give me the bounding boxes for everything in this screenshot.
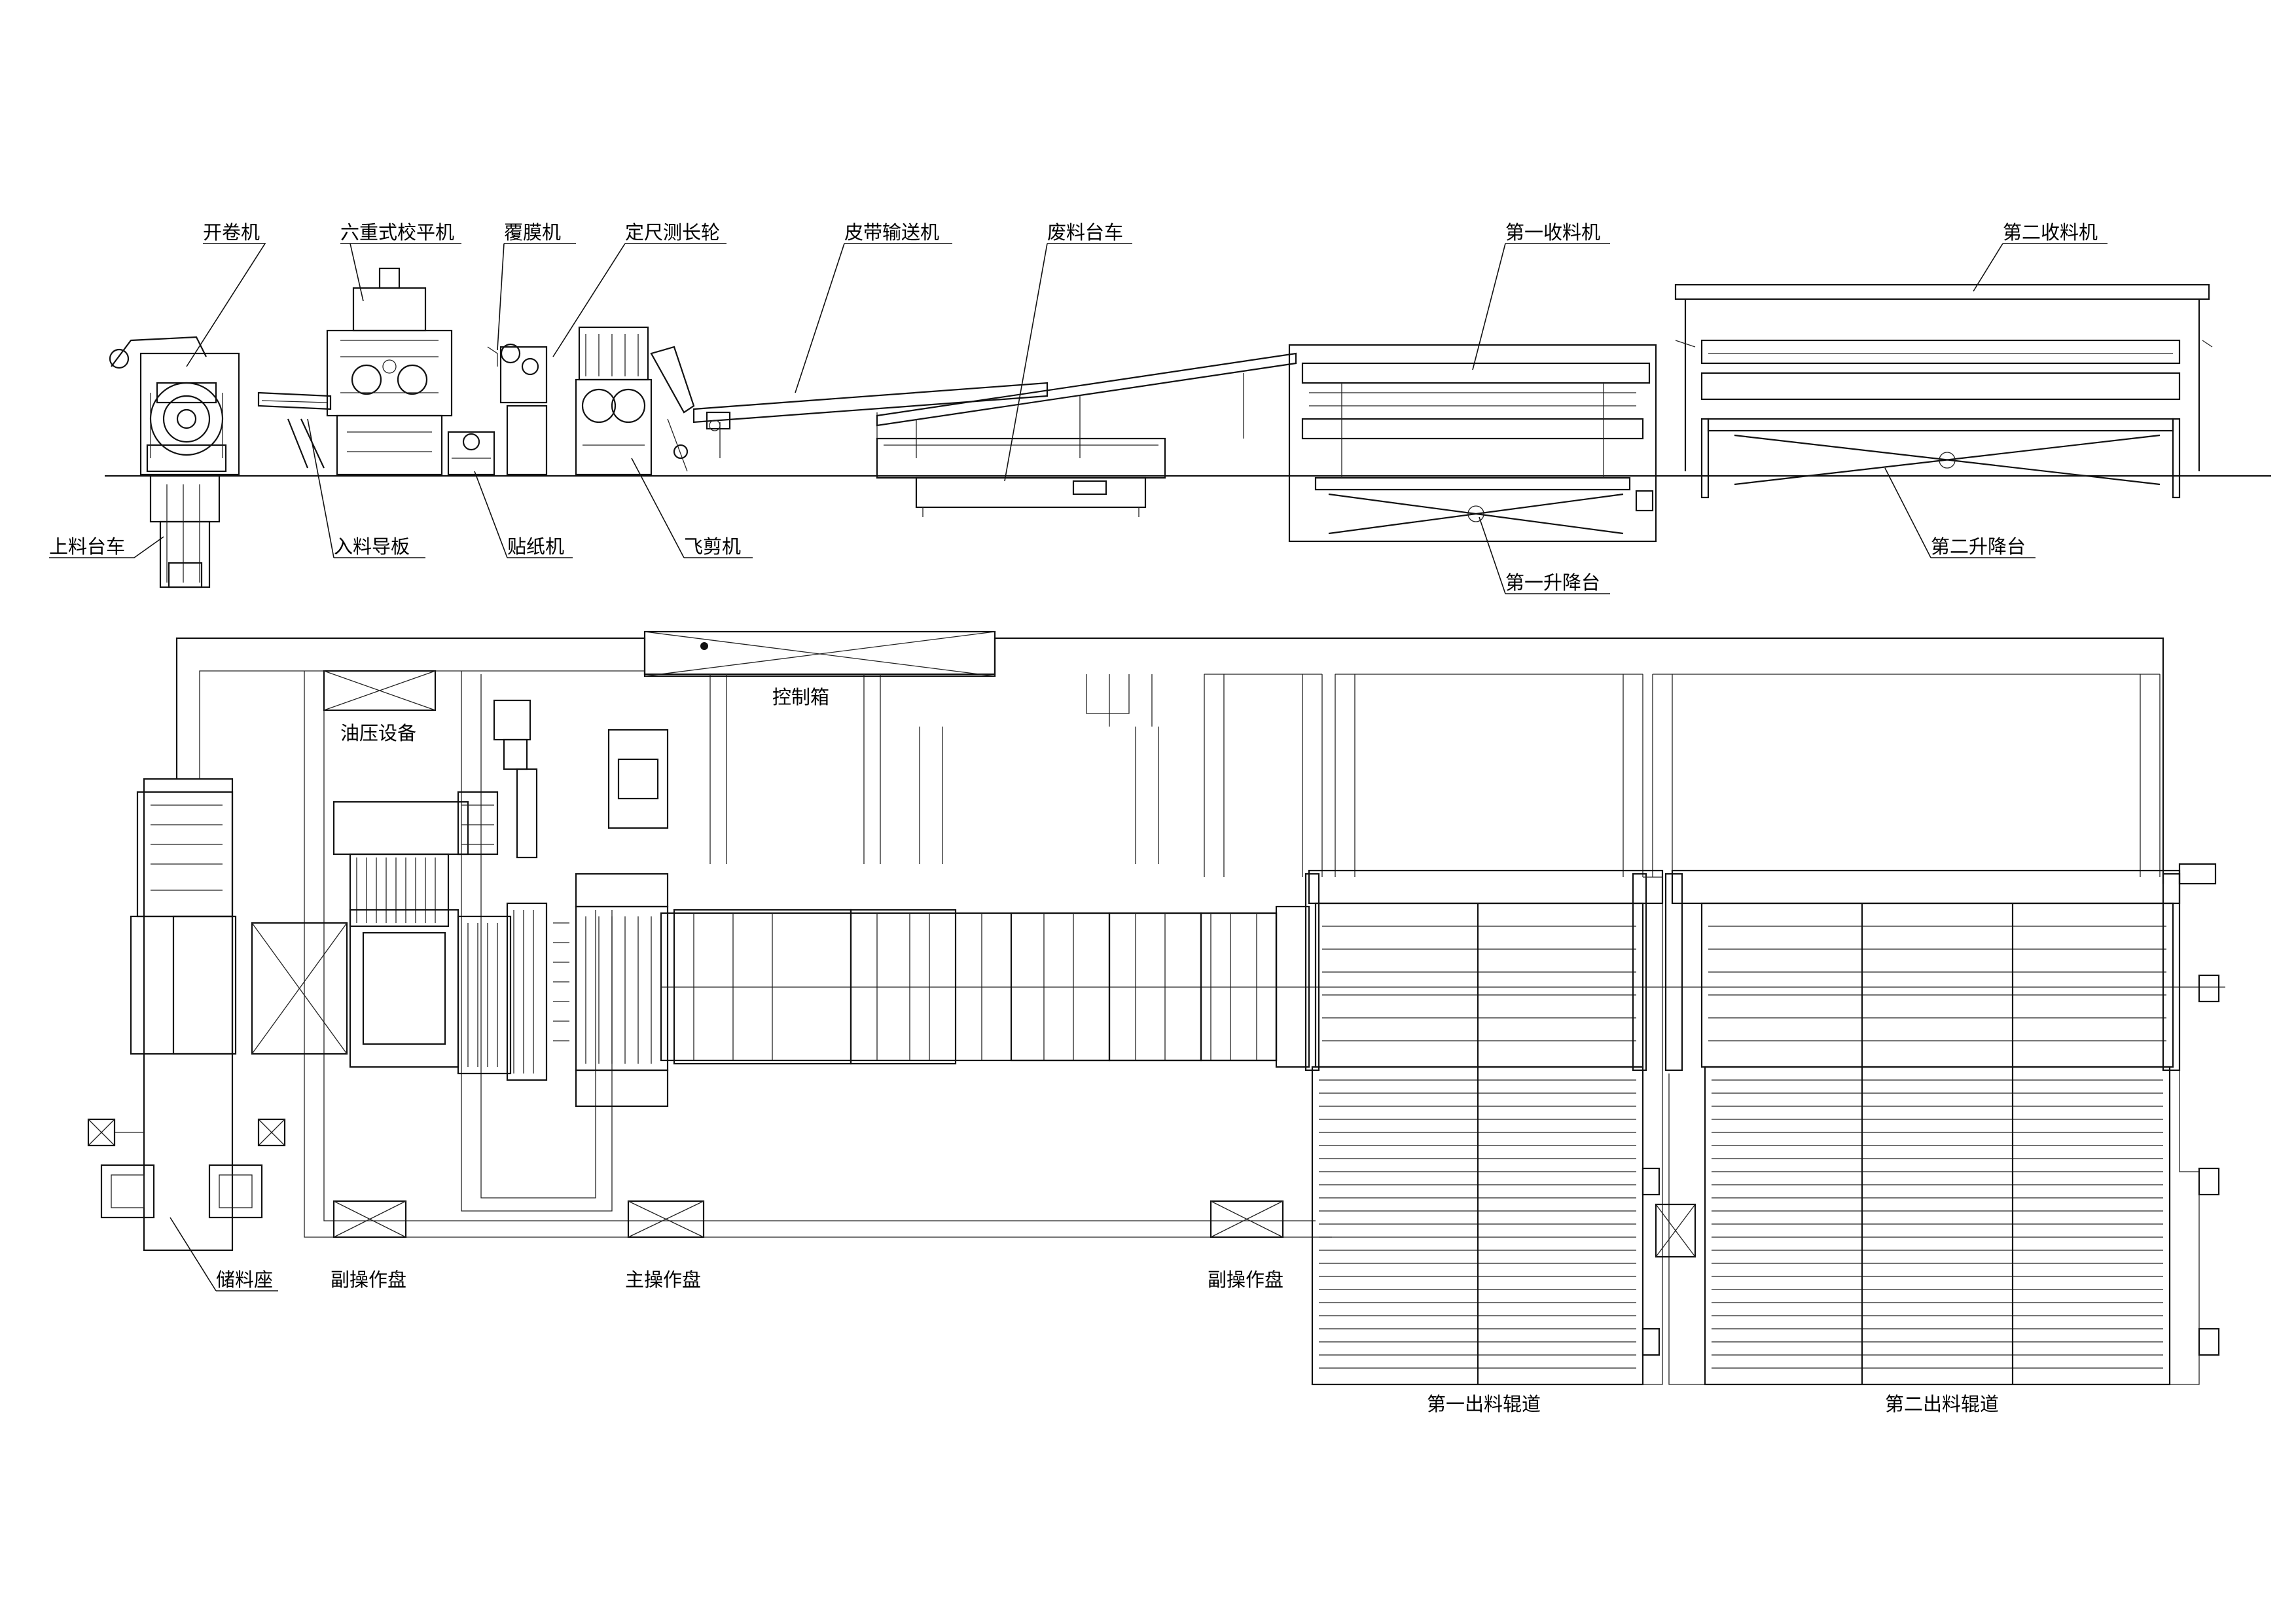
conveyor-plan — [660, 905, 2225, 1068]
label-hydraulic-unit: 油压设备 — [340, 722, 416, 744]
paper-applicator-machine — [447, 431, 495, 476]
plan-view — [87, 630, 2225, 1386]
label-belt-conveyor: 皮带输送机 — [844, 221, 939, 244]
aux-panel-left — [332, 1200, 407, 1238]
label-flying-shear: 飞剪机 — [684, 535, 741, 558]
label-control-box: 控制箱 — [772, 686, 829, 708]
laminator-plan — [457, 699, 548, 1081]
label-second-roller-table: 第二出料辊道 — [1885, 1393, 1999, 1415]
six-high-leveler-machine — [326, 267, 453, 476]
hydraulic-unit — [323, 670, 437, 712]
main-panel — [627, 1200, 705, 1238]
uncoiler-machine — [109, 336, 240, 476]
label-second-lift-table: 第二升降台 — [1931, 535, 2026, 558]
label-feed-guide: 入料导板 — [334, 535, 410, 558]
label-second-stacker: 第二收料机 — [2003, 221, 2098, 244]
label-scrap-cart: 废料台车 — [1047, 221, 1123, 244]
second-stacker-machine — [1674, 283, 2213, 499]
coil-storage — [87, 778, 286, 1252]
film-laminator-machine — [487, 343, 548, 476]
first-stacker-machine — [1288, 344, 1657, 543]
label-uncoiler: 开卷机 — [203, 221, 260, 244]
side-elevation-view — [105, 267, 2271, 588]
label-six-high-leveler: 六重式校平机 — [340, 221, 454, 244]
feed-guide-machine — [257, 391, 332, 469]
first-roller-table — [1304, 869, 1664, 1386]
label-coil-storage: 储料座 — [216, 1269, 273, 1291]
scrap-cart-machine — [876, 437, 1166, 517]
label-coil-car: 上料台车 — [49, 535, 125, 558]
second-roller-table — [1641, 863, 2220, 1386]
control-box — [643, 630, 996, 677]
label-main-panel: 主操作盘 — [625, 1269, 701, 1291]
label-length-wheel: 定尺测长轮 — [625, 221, 720, 244]
length-wheel-machine — [650, 346, 695, 472]
label-first-lift-table: 第一升降台 — [1505, 571, 1600, 594]
label-first-roller-table: 第一出料辊道 — [1427, 1393, 1541, 1415]
label-aux-panel-right: 副操作盘 — [1208, 1269, 1283, 1291]
coil-car-machine — [149, 475, 221, 588]
label-film-laminator: 覆膜机 — [504, 221, 561, 244]
leveler-plan — [332, 791, 499, 1068]
label-paper-applicator: 贴纸机 — [507, 535, 564, 558]
aux-panel-right — [1210, 1200, 1284, 1238]
label-first-stacker: 第一收料机 — [1505, 221, 1600, 244]
flying-shear-machine — [575, 326, 653, 476]
shear-plan — [553, 729, 669, 1108]
label-aux-panel-left: 副操作盘 — [331, 1269, 406, 1291]
inclined-conveyor — [876, 352, 1297, 458]
